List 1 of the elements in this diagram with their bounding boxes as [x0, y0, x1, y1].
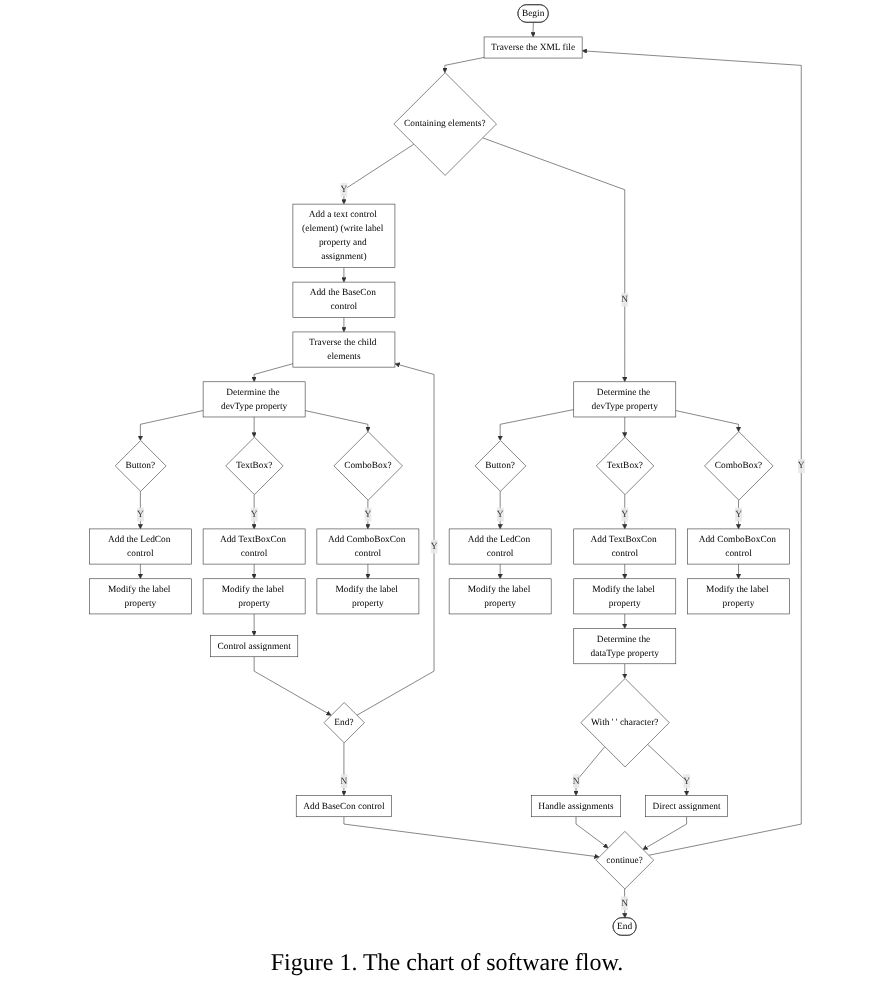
figure-caption: Figure 1. The chart of software flow.: [270, 946, 624, 980]
